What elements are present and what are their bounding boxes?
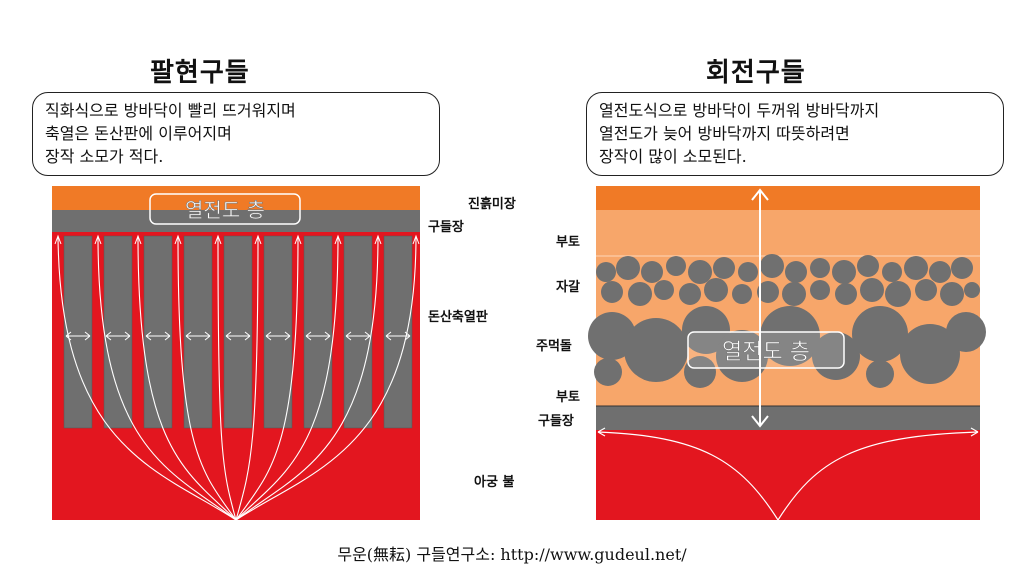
stone-plate — [343, 235, 373, 429]
footer-credit: 무운(無耘) 구들연구소: http://www.gudeul.net/ — [337, 545, 687, 564]
left-layer-label-box — [149, 193, 301, 225]
label-gravel: 자갈 — [556, 280, 580, 295]
right-description-line: 장작이 많이 소모된다. — [599, 147, 747, 166]
heat-line — [235, 235, 339, 521]
label-fist-stone: 주먹돌 — [536, 339, 572, 354]
heat-line — [217, 235, 237, 521]
right-layer-label-box — [687, 331, 845, 369]
buto-bottom-layer — [596, 384, 980, 406]
heat-line — [235, 235, 299, 521]
heat-flow-lines — [57, 235, 417, 521]
buto-top-layer — [596, 210, 980, 256]
gravel-stones — [596, 254, 980, 307]
left-description-line: 축열은 돈산판에 이루어지며 — [45, 124, 232, 143]
left-description-bubble: 직화식으로 방바닥이 빨리 뜨거워지며 축열은 돈산판에 이루어지며 장작 소모… — [32, 92, 440, 176]
left-title: 팔현구들 — [150, 58, 250, 88]
stone-plate — [263, 235, 293, 429]
vertical-conduction-arrow — [751, 188, 769, 428]
label-stone-plate: 돈산축열판 — [428, 310, 488, 325]
left-layer-text: 열전도 층 — [185, 198, 265, 222]
heat-line — [57, 235, 237, 521]
heat-line — [177, 235, 237, 521]
heat-line — [235, 235, 417, 521]
heat-line — [235, 235, 379, 521]
right-top-layer — [596, 186, 980, 210]
label-firebox: 아궁 불 — [474, 475, 515, 490]
heat-line — [235, 235, 259, 521]
right-description-bubble: 열전도식으로 방바닥이 두꺼워 방바닥까지 열전도가 늦어 방바닥까지 따뜻하려… — [586, 92, 1004, 176]
clay-plaster-layer — [52, 186, 420, 210]
right-description-line: 열전도가 늦어 방바닥까지 따뜻하려면 — [599, 124, 850, 143]
label-buto-top: 부토 — [556, 235, 580, 250]
heat-line — [137, 235, 237, 521]
left-gudeuljang-layer — [52, 210, 420, 232]
heat-spread-curve — [597, 427, 979, 522]
left-description-line: 직화식으로 방바닥이 빨리 뜨거워지며 — [45, 101, 296, 120]
right-description-line: 열전도식으로 방바닥이 두꺼워 방바닥까지 — [599, 101, 880, 120]
label-buto-bottom: 부토 — [556, 390, 580, 405]
stone-plate — [223, 235, 253, 429]
stone-plates — [63, 235, 413, 429]
right-gudeuljang-layer — [596, 406, 980, 430]
label-clay-plaster: 진흙미장 — [468, 197, 516, 212]
stone-plate — [303, 235, 333, 429]
right-title: 회전구들 — [706, 58, 806, 88]
label-gudeuljang-left: 구들장 — [428, 220, 464, 235]
lateral-arrows — [65, 331, 411, 341]
stone-plate — [103, 235, 133, 429]
left-description-line: 장작 소모가 적다. — [45, 147, 164, 166]
right-fire-area — [596, 430, 980, 520]
heat-line — [97, 235, 237, 521]
stone-plate — [63, 235, 93, 429]
stone-plate — [143, 235, 173, 429]
right-layer-text: 열전도 층 — [722, 340, 810, 365]
stone-plate — [183, 235, 213, 429]
heat-arrowheads — [54, 234, 420, 245]
label-gudeuljang-right: 구들장 — [538, 414, 574, 429]
